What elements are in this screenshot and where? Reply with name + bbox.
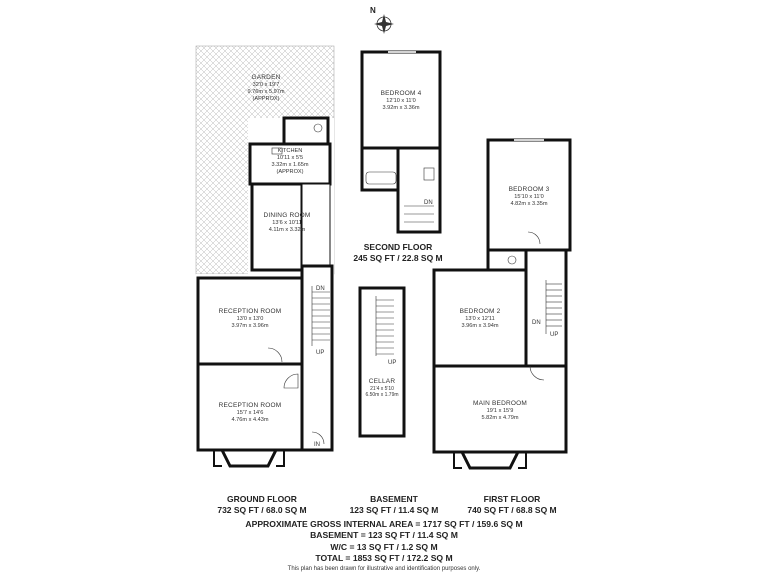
hallway — [300, 264, 334, 452]
garden-dims-metric: 9.76m x 5.97m — [247, 89, 285, 96]
cellar-dims-imperial: 21'4 x 5'10 — [370, 386, 394, 393]
bedroom-4-dims-imperial: 12'10 x 11'0 — [386, 98, 416, 105]
garden-note: (APPROX) — [252, 96, 280, 103]
dining-room — [250, 182, 304, 272]
basement-area: 123 SQ FT / 11.4 SQ M — [349, 505, 439, 516]
ground-stairs-dn-label: DN — [316, 286, 325, 292]
garden-name: GARDEN — [251, 74, 281, 81]
cellar-dims-metric: 6.50m x 1.79m — [365, 392, 399, 399]
first-floor-stairs — [545, 280, 562, 334]
main-bedroom-label: MAIN BEDROOM 19'1 x 15'9 5.82m x 4.79m — [460, 400, 540, 422]
dining-room-dims-imperial: 13'6 x 10'11 — [272, 220, 302, 227]
second-floor-plan — [360, 50, 442, 234]
bedroom-2-dims-imperial: 13'0 x 12'11 — [465, 316, 495, 323]
bedroom-2-dims-metric: 3.96m x 3.94m — [461, 323, 499, 330]
cellar-stairs — [375, 296, 394, 356]
second-floor-name: SECOND FLOOR — [363, 242, 433, 252]
ground-stairs-up-label: UP — [316, 350, 325, 356]
reception-room-2-name: RECEPTION ROOM — [218, 402, 282, 409]
bedroom-4-room — [360, 50, 442, 150]
first-floor-title: FIRST FLOOR 740 SQ FT / 68.8 SQ M — [444, 494, 580, 517]
first-floor-dn-label: DN — [532, 320, 541, 326]
first-floor-name: FIRST FLOOR — [483, 494, 541, 504]
reception-room-1-name: RECEPTION ROOM — [218, 308, 282, 315]
total-gross-internal-area: APPROXIMATE GROSS INTERNAL AREA = 1717 S… — [245, 519, 523, 529]
reception-room-1-label: RECEPTION ROOM 13'0 x 13'0 3.97m x 3.96m — [206, 308, 294, 330]
garden-label: GARDEN 32'0 x 19'7 9.76m x 5.97m (APPROX… — [226, 74, 306, 103]
garden-dims-imperial: 32'0 x 19'7 — [252, 82, 280, 89]
basement-title: BASEMENT 123 SQ FT / 11.4 SQ M — [336, 494, 452, 517]
bedroom-3-label: BEDROOM 3 15'10 x 11'0 4.82m x 3.35m — [492, 186, 566, 208]
ground-floor-name: GROUND FLOOR — [227, 494, 297, 504]
main-bedroom-room — [432, 364, 568, 454]
total-overall: TOTAL = 1853 SQ FT / 172.2 SQ M — [315, 553, 453, 564]
reception-room-1-dims-imperial: 13'0 x 13'0 — [236, 316, 264, 323]
main-bedroom-name: MAIN BEDROOM — [472, 400, 528, 407]
basement-plan — [358, 286, 406, 438]
area-totals: APPROXIMATE GROSS INTERNAL AREA = 1717 S… — [0, 519, 768, 565]
disclaimer: This plan has been drawn for illustrativ… — [287, 566, 481, 572]
kitchen-dims-imperial: 10'11 x 5'5 — [276, 154, 304, 161]
bedroom-3-dims-imperial: 15'10 x 11'0 — [514, 194, 544, 201]
kitchen-note: (APPROX) — [276, 168, 304, 175]
cellar-room — [358, 286, 406, 438]
ground-stairs — [311, 286, 330, 346]
kitchen-label: KITCHEN 10'11 x 5'5 3.32m x 1.65m (APPRO… — [254, 148, 326, 176]
reception-room-2 — [196, 362, 304, 452]
bedroom-3-name: BEDROOM 3 — [508, 186, 550, 193]
ground-floor-area: 732 SQ FT / 68.0 SQ M — [217, 505, 307, 516]
bedroom-3-dims-metric: 4.82m x 3.35m — [510, 201, 548, 208]
reception-room-1-dims-metric: 3.97m x 3.96m — [231, 323, 269, 330]
bedroom-4-label: BEDROOM 4 12'10 x 11'0 3.92m x 3.36m — [366, 90, 436, 112]
wc-room — [282, 116, 330, 146]
landing-2f — [396, 146, 442, 234]
main-bedroom-dims-imperial: 19'1 x 15'9 — [486, 408, 514, 415]
second-floor-title: SECOND FLOOR 245 SQ FT / 22.8 SQ M — [340, 242, 456, 265]
bedroom-4-name: BEDROOM 4 — [380, 90, 422, 97]
kitchen-name: KITCHEN — [277, 148, 303, 154]
compass-north-label: N — [370, 6, 376, 15]
first-floor-up-label: UP — [550, 332, 559, 338]
compass-rose-icon — [374, 14, 394, 34]
dining-room-dims-metric: 4.11m x 3.32m — [268, 227, 306, 234]
ground-floor-plan — [195, 45, 335, 468]
total-wc: W/C = 13 SQ FT / 1.2 SQ M — [330, 541, 438, 552]
cellar-name: CELLAR — [368, 378, 396, 385]
reception-room-2-dims-imperial: 15'7 x 14'6 — [236, 410, 264, 417]
entrance-in-label: IN — [314, 442, 320, 448]
reception-room-2-label: RECEPTION ROOM 15'7 x 14'6 4.76m x 4.43m — [206, 402, 294, 424]
kitchen-dims-metric: 3.32m x 1.65m — [271, 161, 309, 168]
first-bay-window — [460, 451, 520, 470]
bedroom-2-label: BEDROOM 2 13'0 x 12'11 3.96m x 3.94m — [442, 308, 518, 330]
second-floor-dn-label: DN — [424, 200, 433, 206]
cellar-up-label: UP — [388, 360, 397, 366]
cellar-label: CELLAR 21'4 x 5'10 6.50m x 1.79m — [358, 378, 406, 399]
total-basement: BASEMENT = 123 SQ FT / 11.4 SQ M — [310, 530, 458, 541]
dining-room-label: DINING ROOM 13'6 x 10'11 4.11m x 3.32m — [250, 212, 324, 234]
reception-room-2-dims-metric: 4.76m x 4.43m — [231, 417, 269, 424]
dining-room-name: DINING ROOM — [263, 212, 311, 219]
ground-floor-title: GROUND FLOOR 732 SQ FT / 68.0 SQ M — [196, 494, 328, 517]
main-bedroom-dims-metric: 5.82m x 4.79m — [481, 415, 519, 422]
ground-bay-window — [220, 449, 278, 468]
first-floor-area: 740 SQ FT / 68.8 SQ M — [467, 505, 557, 516]
bedroom-2-name: BEDROOM 2 — [459, 308, 501, 315]
second-floor-area: 245 SQ FT / 22.8 SQ M — [353, 253, 443, 264]
bedroom-4-dims-metric: 3.92m x 3.36m — [382, 105, 420, 112]
second-floor-stairs — [404, 205, 434, 223]
basement-name: BASEMENT — [370, 494, 418, 504]
first-floor-plan — [432, 138, 572, 470]
